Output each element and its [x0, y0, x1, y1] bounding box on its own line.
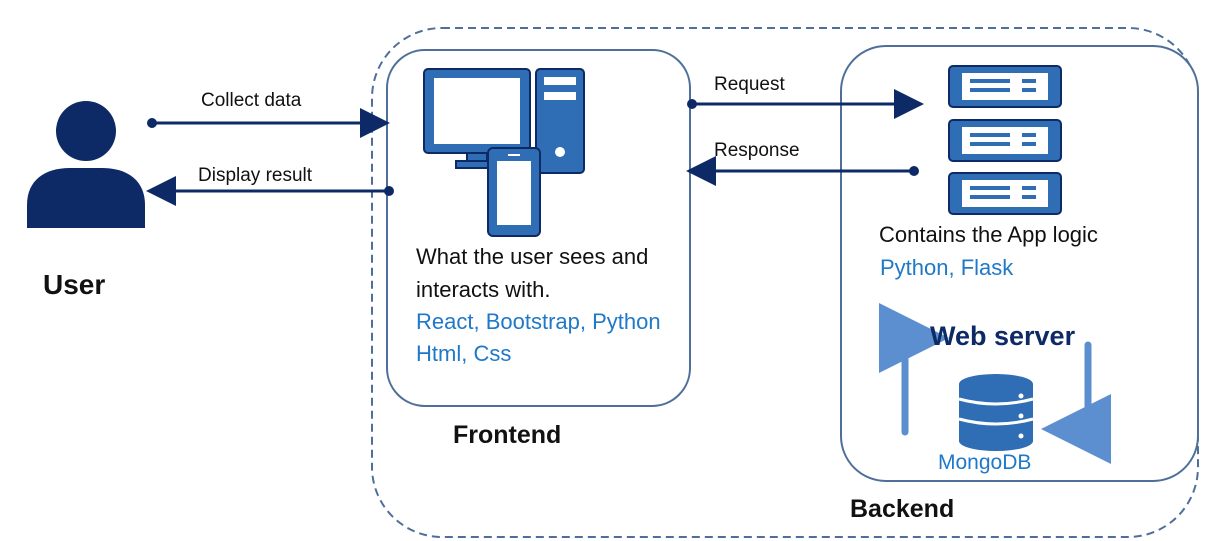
response-arrow: [686, 156, 919, 186]
response-label: Response: [714, 140, 800, 161]
display-result-label: Display result: [198, 165, 313, 186]
request-arrow: [687, 89, 924, 119]
display-result-arrow: [146, 176, 394, 206]
user-icon: [27, 101, 145, 228]
database-icon: [958, 374, 1034, 451]
frontend-description-line-2: interacts with.: [416, 277, 551, 302]
collect-data-label: Collect data: [201, 90, 302, 111]
frontend-description-line-1: What the user sees and: [416, 244, 649, 269]
backend-title: Backend: [850, 495, 955, 523]
user-label: User: [43, 269, 106, 300]
request-label: Request: [714, 74, 785, 95]
web-server-loop-arrows: [879, 303, 1111, 464]
frontend-title: Frontend: [453, 421, 562, 449]
collect-data-arrow: [147, 108, 390, 138]
mongodb-label: MongoDB: [938, 451, 1032, 474]
frontend-tech-line-1: React, Bootstrap, Python: [416, 309, 661, 334]
server-rack-icon: [948, 65, 1062, 215]
web-server-label: Web server: [930, 321, 1076, 351]
desktop-computer-icon: [423, 68, 585, 237]
backend-app-logic-label: Contains the App logic: [879, 222, 1098, 247]
backend-tech-label: Python, Flask: [880, 255, 1014, 280]
frontend-tech-line-2: Html, Css: [416, 341, 512, 366]
